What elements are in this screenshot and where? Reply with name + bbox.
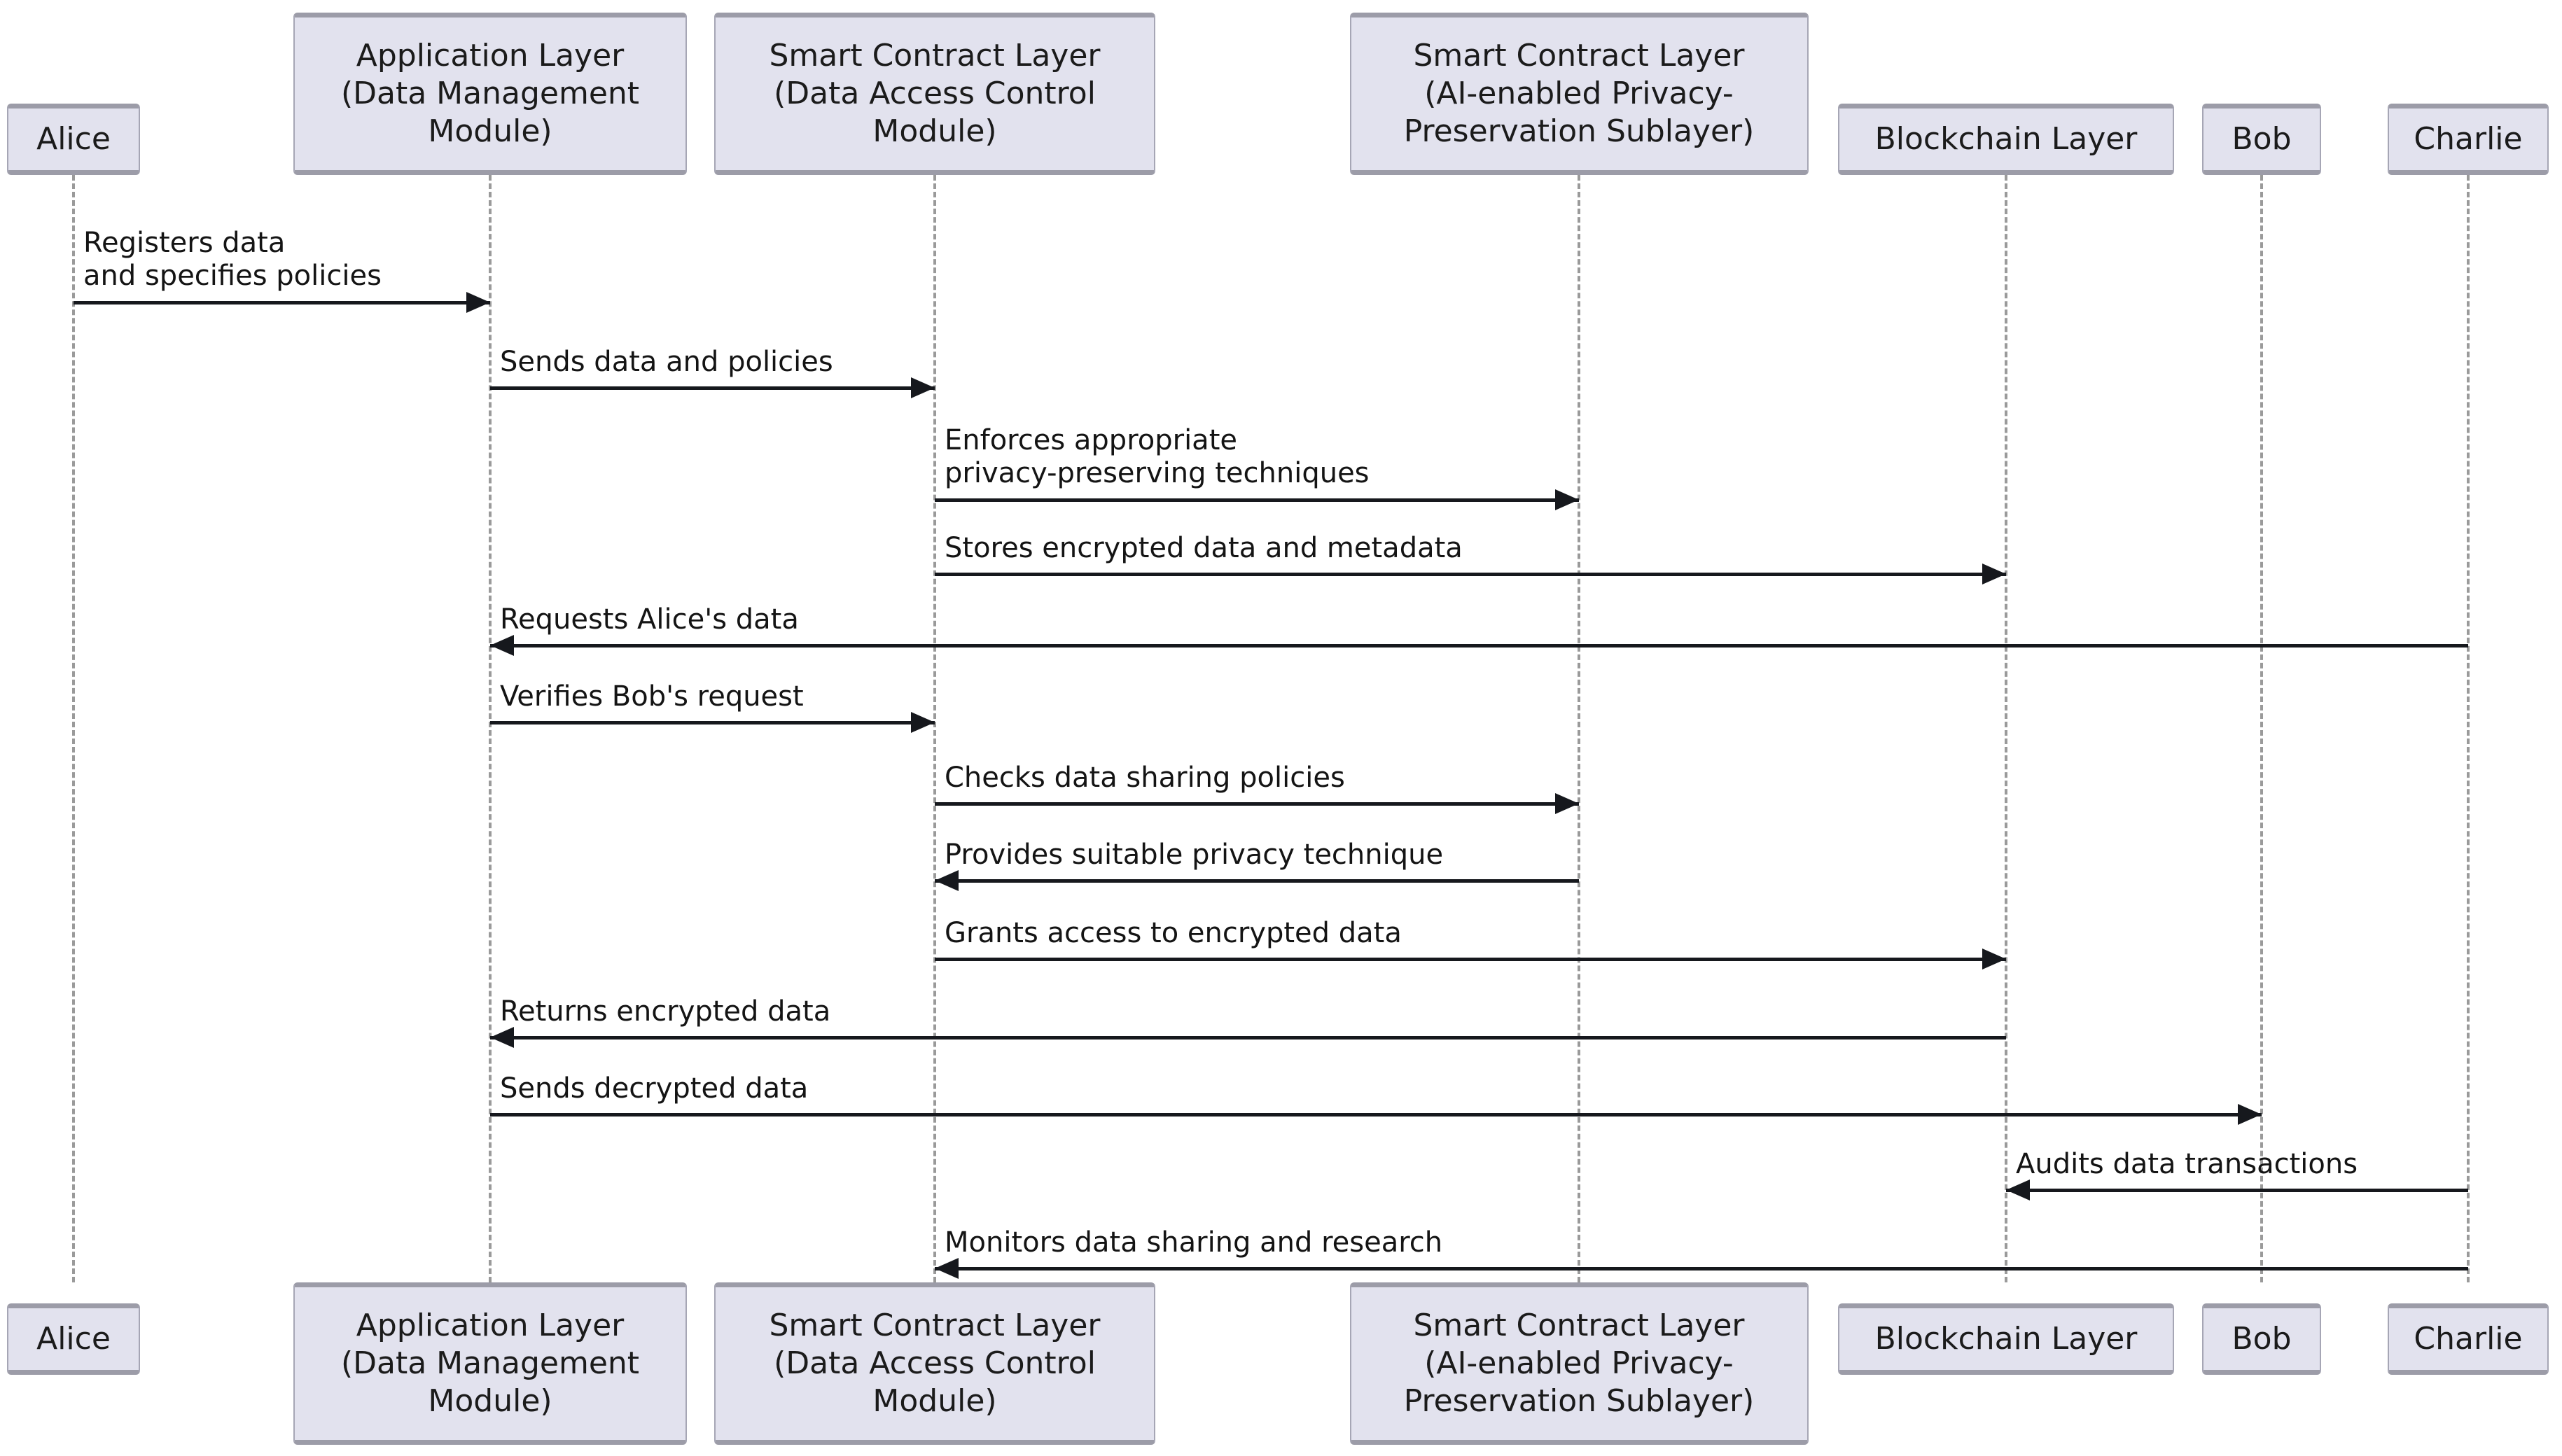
- participant-footer-dac[interactable]: Smart Contract Layer (Data Access Contro…: [714, 1282, 1155, 1445]
- message-line-2: [490, 386, 935, 390]
- message-label-4: Stores encrypted data and metadata: [945, 532, 1463, 564]
- message-label-13: Monitors data sharing and research: [945, 1226, 1443, 1259]
- message-label-12: Audits data transactions: [2016, 1148, 2358, 1180]
- message-label-1: Registers data and specifies policies: [83, 227, 382, 293]
- lifeline-dac: [933, 175, 936, 1282]
- lifeline-app: [489, 175, 492, 1282]
- arrow-head-right-7: [1555, 793, 1579, 814]
- participant-footer-bob[interactable]: Bob: [2202, 1303, 2321, 1375]
- message-line-3: [935, 498, 1579, 502]
- participant-footer-alice[interactable]: Alice: [7, 1303, 140, 1375]
- lifeline-alice: [72, 175, 75, 1282]
- message-label-2: Sends data and policies: [500, 346, 833, 378]
- message-line-9: [935, 958, 2006, 961]
- participant-footer-charlie[interactable]: Charlie: [2388, 1303, 2549, 1375]
- participant-header-dac[interactable]: Smart Contract Layer (Data Access Contro…: [714, 13, 1155, 175]
- arrow-head-left-10: [490, 1027, 514, 1048]
- message-label-9: Grants access to encrypted data: [945, 917, 1402, 949]
- message-label-5: Requests Alice's data: [500, 603, 799, 636]
- message-label-10: Returns encrypted data: [500, 995, 831, 1028]
- message-label-11: Sends decrypted data: [500, 1072, 809, 1105]
- message-line-10: [490, 1036, 2006, 1040]
- message-label-6: Verifies Bob's request: [500, 680, 804, 713]
- participant-header-alice[interactable]: Alice: [7, 104, 140, 175]
- message-line-8: [935, 879, 1579, 883]
- arrow-head-right-9: [1982, 948, 2006, 969]
- arrow-head-left-12: [2006, 1180, 2030, 1200]
- participant-footer-blockchain[interactable]: Blockchain Layer: [1838, 1303, 2174, 1375]
- participant-header-ai[interactable]: Smart Contract Layer (AI-enabled Privacy…: [1349, 13, 1809, 175]
- message-label-3: Enforces appropriate privacy-preserving …: [945, 424, 1370, 490]
- arrow-head-left-13: [935, 1258, 959, 1279]
- participant-header-charlie[interactable]: Charlie: [2388, 104, 2549, 175]
- message-line-4: [935, 573, 2006, 576]
- participant-header-blockchain[interactable]: Blockchain Layer: [1838, 104, 2174, 175]
- message-label-7: Checks data sharing policies: [945, 762, 1345, 794]
- message-line-7: [935, 802, 1579, 806]
- arrow-head-right-6: [911, 712, 935, 733]
- arrow-head-right-11: [2238, 1104, 2262, 1125]
- participant-header-app[interactable]: Application Layer (Data Management Modul…: [293, 13, 687, 175]
- arrow-head-right-4: [1982, 564, 2006, 584]
- message-line-5: [490, 644, 2468, 648]
- lifeline-ai: [1578, 175, 1580, 1282]
- arrow-head-right-1: [466, 292, 490, 313]
- message-line-12: [2006, 1189, 2468, 1192]
- message-line-1: [74, 301, 490, 304]
- arrow-head-left-8: [935, 870, 959, 891]
- message-line-13: [935, 1267, 2468, 1270]
- arrow-head-right-3: [1555, 489, 1579, 510]
- message-label-8: Provides suitable privacy technique: [945, 839, 1444, 871]
- message-line-6: [490, 721, 935, 724]
- participant-footer-app[interactable]: Application Layer (Data Management Modul…: [293, 1282, 687, 1445]
- message-line-11: [490, 1113, 2262, 1116]
- arrow-head-left-5: [490, 635, 514, 656]
- lifeline-blockchain: [2005, 175, 2007, 1282]
- lifeline-bob: [2260, 175, 2263, 1282]
- lifeline-charlie: [2467, 175, 2470, 1282]
- arrow-head-right-2: [911, 377, 935, 398]
- participant-header-bob[interactable]: Bob: [2202, 104, 2321, 175]
- participant-footer-ai[interactable]: Smart Contract Layer (AI-enabled Privacy…: [1349, 1282, 1809, 1445]
